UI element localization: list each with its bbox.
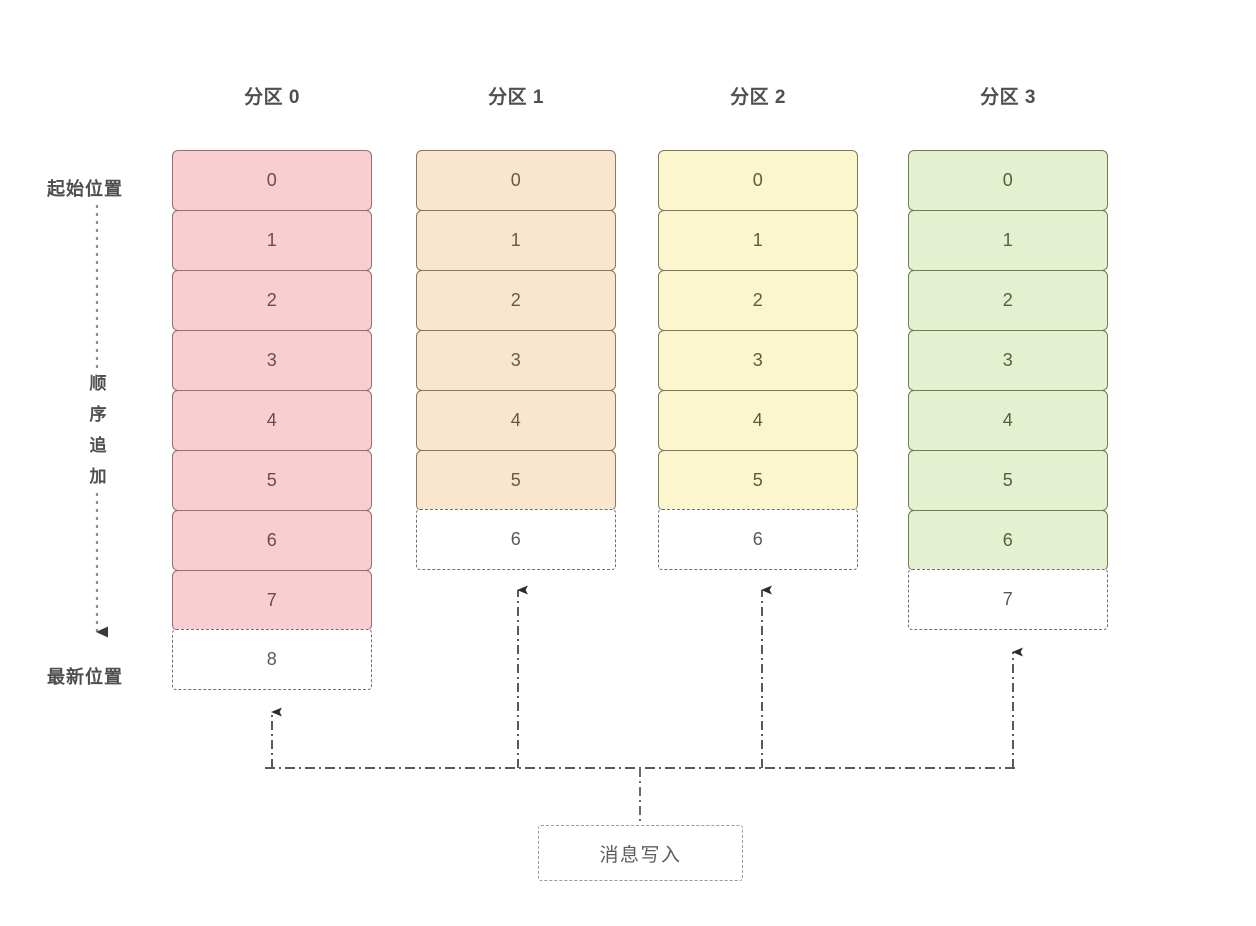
flow-char-0: 顺 xyxy=(89,374,107,393)
partition-title-2: 分区 2 xyxy=(730,87,786,108)
partition-2-offset-cell: 5 xyxy=(658,450,858,511)
partition-2-pending-cell: 6 xyxy=(658,509,858,570)
start-position-label: 起始位置 xyxy=(47,179,123,199)
sequential-append-label: 顺 序 追 加 xyxy=(78,368,118,492)
partition-0-offset-cell: 5 xyxy=(172,450,372,511)
partition-3-offset-cell: 1 xyxy=(908,210,1108,271)
partition-0-offset-cell: 3 xyxy=(172,330,372,391)
partition-0-offset-cell: 1 xyxy=(172,210,372,271)
partition-0-offset-cell: 4 xyxy=(172,390,372,451)
flow-char-2: 追 xyxy=(89,436,107,455)
partition-title-3: 分区 3 xyxy=(980,87,1036,108)
partition-title-0: 分区 0 xyxy=(244,87,300,108)
partition-1-offset-cell: 4 xyxy=(416,390,616,451)
partition-3-offset-cell: 4 xyxy=(908,390,1108,451)
latest-position-label: 最新位置 xyxy=(47,667,123,687)
partition-3-offset-cell: 6 xyxy=(908,510,1108,571)
partition-1-pending-cell: 6 xyxy=(416,509,616,570)
partition-1-offset-cell: 0 xyxy=(416,150,616,211)
partition-2-offset-cell: 4 xyxy=(658,390,858,451)
partition-1-offset-cell: 1 xyxy=(416,210,616,271)
partition-3-offset-cell: 5 xyxy=(908,450,1108,511)
partition-3-pending-cell: 7 xyxy=(908,569,1108,630)
partition-2-offset-cell: 0 xyxy=(658,150,858,211)
partition-2-offset-cell: 1 xyxy=(658,210,858,271)
partition-1-offset-cell: 3 xyxy=(416,330,616,391)
partition-3-offset-cell: 3 xyxy=(908,330,1108,391)
partition-1-offset-cell: 5 xyxy=(416,450,616,511)
partition-0-offset-cell: 0 xyxy=(172,150,372,211)
message-write-label: 消息写入 xyxy=(599,844,682,866)
partition-0-pending-cell: 8 xyxy=(172,629,372,690)
partition-1-offset-cell: 2 xyxy=(416,270,616,331)
partition-0-offset-cell: 6 xyxy=(172,510,372,571)
partition-2-offset-cell: 3 xyxy=(658,330,858,391)
flow-char-1: 序 xyxy=(89,405,107,424)
message-write-box: 消息写入 xyxy=(538,825,743,881)
flow-char-3: 加 xyxy=(89,467,107,486)
partition-2-offset-cell: 2 xyxy=(658,270,858,331)
partition-title-1: 分区 1 xyxy=(488,87,544,108)
partition-0-offset-cell: 7 xyxy=(172,570,372,631)
partition-3-offset-cell: 2 xyxy=(908,270,1108,331)
partition-0-offset-cell: 2 xyxy=(172,270,372,331)
partition-3-offset-cell: 0 xyxy=(908,150,1108,211)
